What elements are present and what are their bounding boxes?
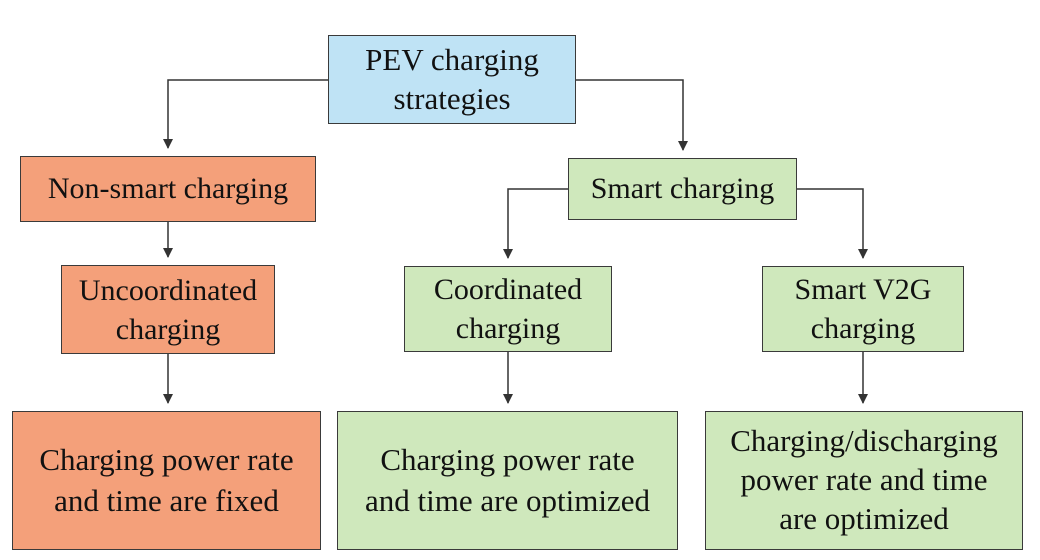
v2g-optimized-outcome-node: Charging/discharging power rate and time… <box>705 411 1023 550</box>
fixed-rate-outcome-node: Charging power rate and time are fixed <box>12 411 321 550</box>
smart-v2g-charging-label: Smart V2G charging <box>794 273 932 345</box>
edge-root-to-non-smart <box>163 79 328 149</box>
coordinated-charging-label: Coordinated charging <box>433 273 583 345</box>
non-smart-charging-label: Non-smart charging <box>47 172 289 205</box>
edge-smart-to-coordinated <box>503 188 568 259</box>
optimized-rate-outcome-label: Charging power rate and time are optimiz… <box>365 442 650 518</box>
smart-v2g-charging-node: Smart V2G charging <box>762 266 964 352</box>
uncoordinated-charging-node: Uncoordinated charging <box>61 265 275 354</box>
fixed-rate-outcome-label: Charging power rate and time are fixed <box>39 442 294 518</box>
root-node-label: PEV charging strategies <box>365 41 539 116</box>
edge-smart-to-v2g <box>797 188 868 259</box>
edge-root-to-smart <box>576 79 688 151</box>
uncoordinated-charging-label: Uncoordinated charging <box>78 273 258 346</box>
root-node: PEV charging strategies <box>328 35 576 124</box>
non-smart-charging-node: Non-smart charging <box>20 156 316 222</box>
optimized-rate-outcome-node: Charging power rate and time are optimiz… <box>337 411 678 550</box>
smart-charging-label: Smart charging <box>590 172 775 205</box>
coordinated-charging-node: Coordinated charging <box>404 266 612 352</box>
smart-charging-node: Smart charging <box>568 158 797 220</box>
v2g-optimized-outcome-label: Charging/discharging power rate and time… <box>730 423 998 536</box>
